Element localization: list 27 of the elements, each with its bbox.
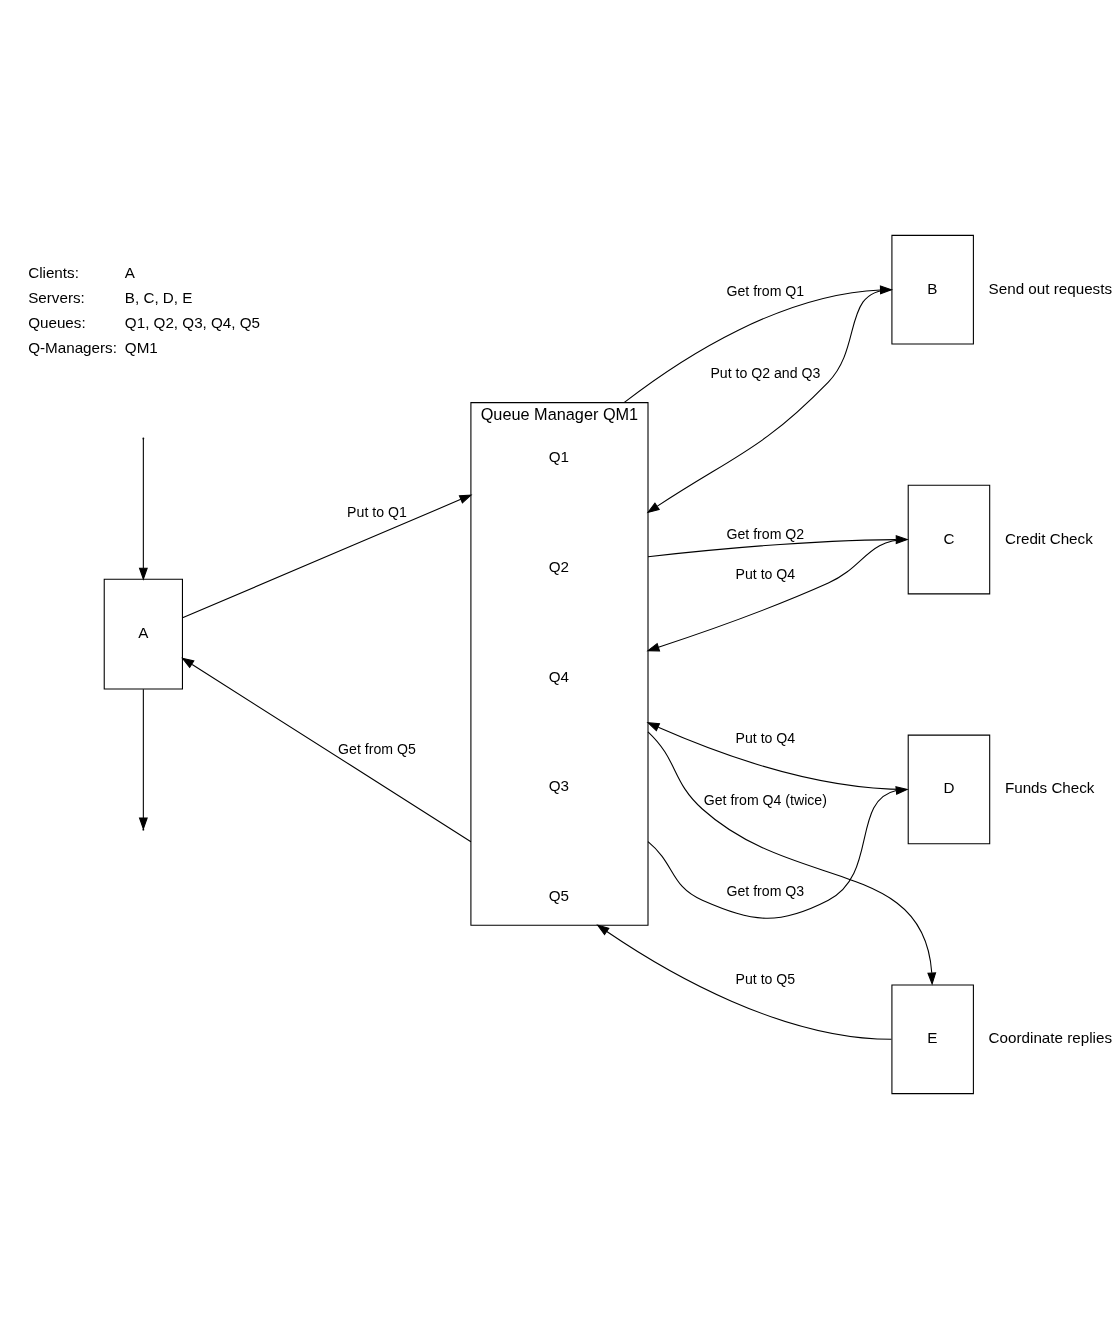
- node-label: Funds Check: [1004, 779, 1095, 797]
- node-text: Q1: [548, 448, 570, 466]
- edge-label: Put to Q1: [347, 504, 407, 521]
- node-text: Q5: [548, 887, 570, 905]
- node-label: Send out requests: [988, 279, 1113, 297]
- label: Q-Managers:: [28, 338, 117, 356]
- node-label: Credit Check: [1004, 529, 1093, 547]
- label: Servers:: [28, 288, 85, 306]
- label: Clients:: [28, 263, 79, 281]
- edge-label: Put to Q4: [735, 730, 796, 747]
- edge-label: Put to Q2 and Q3: [710, 365, 821, 382]
- edge-label: Get from Q5: [338, 741, 416, 758]
- node-label: Coordinate replies: [988, 1029, 1112, 1047]
- edge-label: Get from Q2: [726, 525, 805, 542]
- label: Queues:: [28, 313, 86, 331]
- node-text: Q2: [548, 557, 570, 575]
- edge-label: Put to Q5: [735, 971, 796, 988]
- edge-label: Get from Q4 (twice): [703, 792, 827, 809]
- node-text: Q3: [548, 777, 570, 795]
- edge-label: Get from Q1: [726, 282, 805, 299]
- label: QM1: [124, 338, 158, 356]
- label: A: [124, 263, 136, 281]
- edge-label: Get from Q3: [726, 883, 805, 900]
- label: Q1, Q2, Q3, Q4, Q5: [124, 313, 261, 331]
- node-text: Q4: [548, 667, 570, 685]
- edge-label: Put to Q4: [735, 566, 796, 583]
- label: B, C, D, E: [124, 288, 193, 306]
